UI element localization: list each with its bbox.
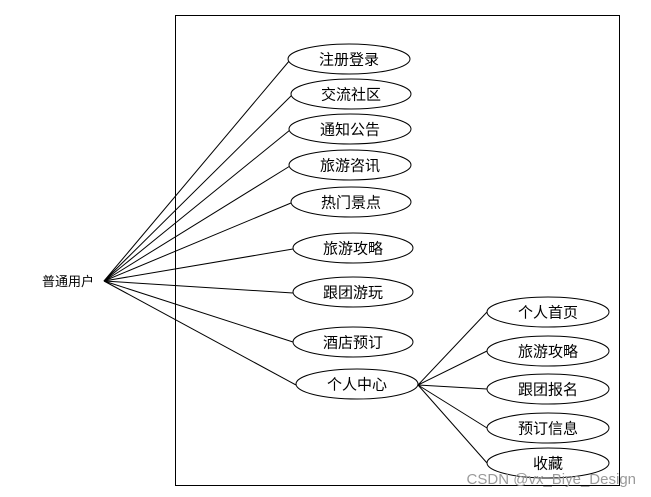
use-case-label: 预订信息 [518,420,578,438]
sub-associations [417,311,488,464]
watermark-text: CSDN @vx_Biye_Design [467,471,636,488]
use-case-ellipse [288,149,412,181]
association-line [417,384,488,464]
use-case[interactable]: 热门景点 [290,186,412,218]
use-case-label: 收藏 [533,455,563,473]
sub-use-case[interactable]: 收藏 [486,447,610,479]
association-line [103,280,294,294]
use-case-ellipse [295,368,419,400]
use-case-ellipse [486,335,610,367]
sub-use-case[interactable]: 预订信息 [486,412,610,444]
association-line [103,202,292,282]
association-line [103,94,293,282]
association-line [417,311,488,386]
use-case-ellipse [486,373,610,405]
association-line [103,280,297,386]
use-case-label: 跟团报名 [518,381,578,399]
use-case-label: 旅游攻略 [323,240,383,258]
use-case-ellipse [290,186,412,218]
use-case-ellipse [292,232,414,264]
association-line [103,59,291,282]
use-case-ellipse [486,447,610,479]
use-case[interactable]: 旅游咨讯 [288,149,412,181]
use-case-ellipse [287,43,411,75]
actor-label: 普通用户 [42,274,94,290]
use-case-label: 通知公告 [320,121,380,139]
use-case[interactable]: 跟团游玩 [292,276,414,308]
association-line [103,280,294,343]
actor-associations [103,59,297,386]
system-boundary [175,15,620,486]
use-case-ellipse [292,276,414,308]
association-line [103,129,291,282]
use-case-ellipse [486,296,610,328]
sub-use-case[interactable]: 跟团报名 [486,373,610,405]
use-case-label: 旅游咨讯 [320,157,380,175]
use-case-label: 酒店预订 [323,334,383,352]
association-line [103,248,294,282]
use-case-label: 个人中心 [327,376,387,394]
use-case[interactable]: 注册登录 [287,43,411,75]
association-line [417,350,488,386]
use-case[interactable]: 通知公告 [288,113,412,145]
use-case-ellipse [288,113,412,145]
sub-use-case[interactable]: 旅游攻略 [486,335,610,367]
sub-use-case[interactable]: 个人首页 [486,296,610,328]
use-case-label: 跟团游玩 [323,284,383,302]
association-line [417,384,488,390]
use-case-ellipse [290,78,412,110]
use-case-label: 热门景点 [321,194,381,212]
use-case-ellipse [486,412,610,444]
use-case[interactable]: 交流社区 [290,78,412,110]
use-case-ellipse [292,326,414,358]
use-case[interactable]: 旅游攻略 [292,232,414,264]
association-line [103,165,291,282]
association-line [417,384,488,429]
use-case-label: 个人首页 [518,304,578,322]
use-case-label: 交流社区 [321,86,381,104]
use-case[interactable]: 酒店预订 [292,326,414,358]
use-case-label: 注册登录 [319,51,379,69]
use-case-label: 旅游攻略 [518,343,578,361]
use-case[interactable]: 个人中心 [295,368,419,400]
